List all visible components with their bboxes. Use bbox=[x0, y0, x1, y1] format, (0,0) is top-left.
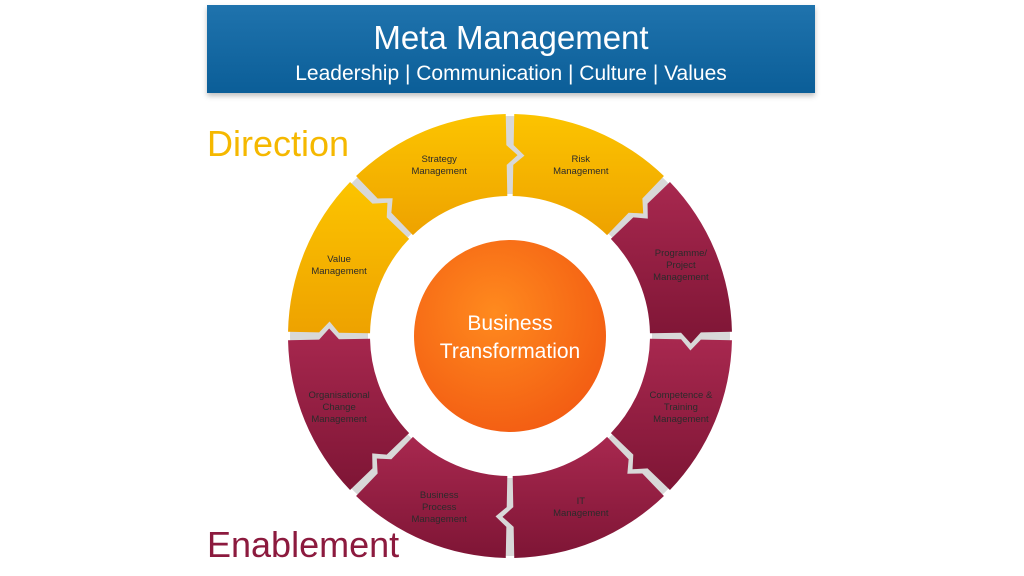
direction-label: Direction bbox=[207, 123, 350, 164]
page-title: Meta Management bbox=[373, 19, 649, 56]
center-text-line: Business bbox=[467, 312, 552, 335]
segment-label-line: Training bbox=[664, 402, 698, 413]
center-circle bbox=[414, 240, 606, 432]
segment-shape bbox=[356, 114, 518, 236]
segment-shape bbox=[288, 328, 410, 490]
segment-label-line: Organisational bbox=[308, 390, 369, 401]
segment-label-line: IT bbox=[577, 496, 586, 507]
segment-label-line: Programme/ bbox=[655, 248, 708, 259]
segment-label-line: Strategy bbox=[422, 154, 458, 165]
segment-shape bbox=[288, 182, 410, 334]
wheel-segments: RiskManagementProgramme/ProjectManagemen… bbox=[288, 114, 732, 558]
segment-shape bbox=[512, 114, 664, 236]
segment-label-line: Management bbox=[411, 166, 467, 177]
segment-shape bbox=[610, 182, 732, 344]
segment-label-line: Business bbox=[420, 490, 459, 501]
segment-label-line: Management bbox=[311, 266, 367, 277]
segment-label-line: Management bbox=[411, 514, 467, 525]
segment-label-line: Competence & bbox=[649, 390, 713, 401]
segment-shape bbox=[610, 338, 732, 490]
segment-label-line: Management bbox=[553, 166, 609, 177]
enablement-label: Enablement bbox=[207, 524, 400, 565]
segment-label-line: Management bbox=[553, 508, 609, 519]
segment-label-line: Risk bbox=[572, 154, 591, 165]
segment-shape bbox=[502, 436, 664, 558]
segment-label-line: Project bbox=[666, 260, 696, 271]
segment-shape bbox=[356, 436, 508, 558]
center-node: Business Transformation bbox=[414, 240, 606, 432]
segment-label-line: Management bbox=[653, 272, 709, 283]
segment-label-line: Management bbox=[653, 414, 709, 425]
segment-label-line: Change bbox=[322, 402, 355, 413]
segment-label-line: Management bbox=[311, 414, 367, 425]
page-subtitle: Leadership | Communication | Culture | V… bbox=[295, 62, 727, 85]
segment-label-line: Process bbox=[422, 502, 457, 513]
segment-label-line: Value bbox=[327, 254, 351, 265]
header-banner: Meta Management Leadership | Communicati… bbox=[207, 5, 815, 93]
center-text-line: Transformation bbox=[440, 340, 580, 363]
